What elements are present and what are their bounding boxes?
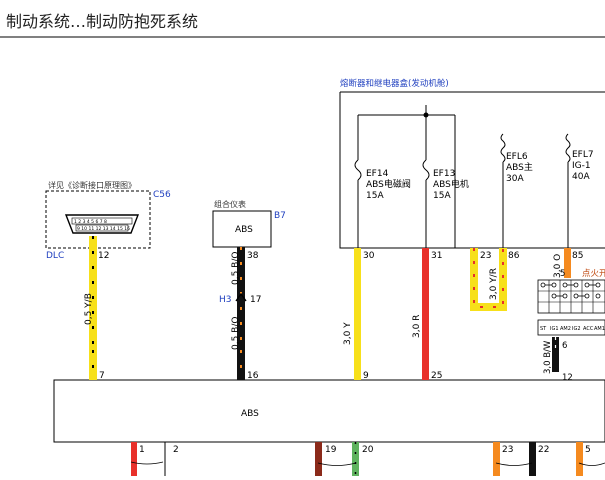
bottom-pin-1: 1 xyxy=(139,445,145,455)
ign-pos-3: IG2 xyxy=(572,326,581,332)
wire-label-o: 3,0 O xyxy=(553,254,563,278)
ignition-pin-bw: 6 xyxy=(562,341,567,351)
fusible-link-icon xyxy=(500,133,506,163)
ignition-switch: 5 点火开 ST IG1 AM2 xyxy=(537,269,605,336)
ef13-name: EF13 xyxy=(433,169,455,179)
ign-pos-0: ST xyxy=(540,326,547,332)
ign-pos-5: AM1 xyxy=(594,326,605,332)
switch-contacts-icon xyxy=(540,282,601,299)
splice-pin: 17 xyxy=(250,295,261,305)
bottom-pin-23: 23 xyxy=(502,445,513,455)
efl6-rating: 30A xyxy=(506,174,524,184)
ignition-pin-top: 5 xyxy=(560,269,565,279)
ef13-desc: ABS电机 xyxy=(433,178,469,190)
ign-pos-2: AM2 xyxy=(560,326,571,332)
fusebox-border xyxy=(339,92,605,249)
wire-label-bo-lower: 0,5 B/O xyxy=(231,317,241,350)
ign-pos-1: IG1 xyxy=(550,326,559,332)
wire-label-yr: 3,0 Y/R xyxy=(489,268,499,300)
splice-name: H3 xyxy=(219,295,232,305)
abs-pin-7: 7 xyxy=(99,371,105,381)
bottom-pin-2: 2 xyxy=(173,445,179,455)
ignition-pin-bottom: 12 xyxy=(562,373,573,383)
wire-bw-lower xyxy=(552,350,559,372)
bottom-wires: 1 2 19 20 23 22 5 xyxy=(130,442,605,476)
ef14-desc: ABS电磁阀 xyxy=(366,178,411,190)
dlc-pins-bottom: 9 10 11 12 13 14 15 16 xyxy=(77,226,130,232)
fusebox-title: 熔断器和继电器盒(发动机舱) xyxy=(340,78,449,89)
wire-yr-pin-b: 86 xyxy=(508,251,520,261)
wire-y: 3,0 Y 30 xyxy=(343,248,375,350)
bottom-pin-20: 20 xyxy=(362,445,374,455)
dlc-pins-top: 1 2 3 4 5 6 7 8 xyxy=(74,219,107,225)
wire-yr-pin-a: 23 xyxy=(480,251,491,261)
wire-bw: 3,0 B/W 6 xyxy=(543,337,567,374)
fuse-symbol-icon xyxy=(422,159,430,181)
dlc-box xyxy=(45,190,151,249)
wire-r-lower xyxy=(422,350,429,380)
dlc-reference: 详见《诊断接口原理图》 xyxy=(48,180,136,190)
wire-yr-loop: 3,0 Y/R 23 86 xyxy=(470,248,520,311)
fuse-ef14: EF14 ABS电磁阀 15A xyxy=(354,159,411,248)
wire-label-bw: 3,0 B/W xyxy=(543,340,553,374)
ignition-label: 点火开 xyxy=(582,269,605,279)
cluster-box xyxy=(212,210,272,248)
efl7-name: EFL7 xyxy=(572,150,594,160)
dlc-name: DLC xyxy=(46,251,64,261)
obd-connector-icon: 1 2 3 4 5 6 7 8 9 10 11 12 13 14 15 16 xyxy=(64,214,140,234)
efl7-desc: IG-1 xyxy=(572,161,591,171)
wire-yb: 0,5 Y/B xyxy=(84,236,97,350)
fuse-symbol-icon xyxy=(354,159,362,181)
wire-o: 3,0 O 85 xyxy=(553,248,583,278)
efl7-rating: 40A xyxy=(572,172,590,182)
fuse-efl7: EFL7 IG-1 40A xyxy=(565,133,594,248)
abs-pin-25: 25 xyxy=(431,371,442,381)
wire-label-y: 3,0 Y xyxy=(343,322,353,345)
wire-bo: 0,5 B/O 0,5 B/O xyxy=(231,247,245,350)
wire-r: 3,0 R 31 xyxy=(412,248,442,350)
dlc-pin: 12 xyxy=(98,251,109,261)
ef14-name: EF14 xyxy=(366,169,389,179)
splice-h3-icon xyxy=(235,292,247,302)
abs-pin-9: 9 xyxy=(363,371,369,381)
ef14-rating: 15A xyxy=(366,191,384,201)
wire-y-top-pin: 30 xyxy=(363,251,375,261)
fuse-efl6: EFL6 ABS主 30A xyxy=(500,133,533,248)
abs-pin-16: 16 xyxy=(247,371,259,381)
wire-label-bo-upper: 0,5 B/O xyxy=(231,252,241,285)
fuse-ef13: EF13 ABS电机 15A xyxy=(422,159,469,248)
cluster-pin: 38 xyxy=(247,251,259,261)
cluster-label: ABS xyxy=(235,225,253,235)
ef13-rating: 15A xyxy=(433,191,451,201)
page-title: 制动系统…制动防抱死系统 xyxy=(6,12,198,31)
dlc-connector-id: C56 xyxy=(153,190,171,200)
bottom-pin-22: 22 xyxy=(538,445,549,455)
cluster-reference: 组合仪表 xyxy=(214,199,246,209)
bottom-pin-19: 19 xyxy=(325,445,337,455)
wire-r-top-pin: 31 xyxy=(431,251,442,261)
abs-module-box xyxy=(53,379,605,443)
abs-module-label: ABS xyxy=(241,409,259,419)
efl6-name: EFL6 xyxy=(506,152,528,162)
wire-label-r: 3,0 R xyxy=(412,315,422,338)
wire-y-lower xyxy=(354,350,361,380)
cluster-connector-id: B7 xyxy=(274,211,286,221)
wire-label-yb: 0,5 Y/B xyxy=(84,293,94,325)
wire-o-top-pin: 85 xyxy=(572,251,583,261)
bottom-pin-5: 5 xyxy=(585,445,591,455)
fusible-link-icon xyxy=(565,133,571,163)
efl6-desc: ABS主 xyxy=(506,161,533,173)
ign-pos-4: ACC xyxy=(583,326,594,332)
